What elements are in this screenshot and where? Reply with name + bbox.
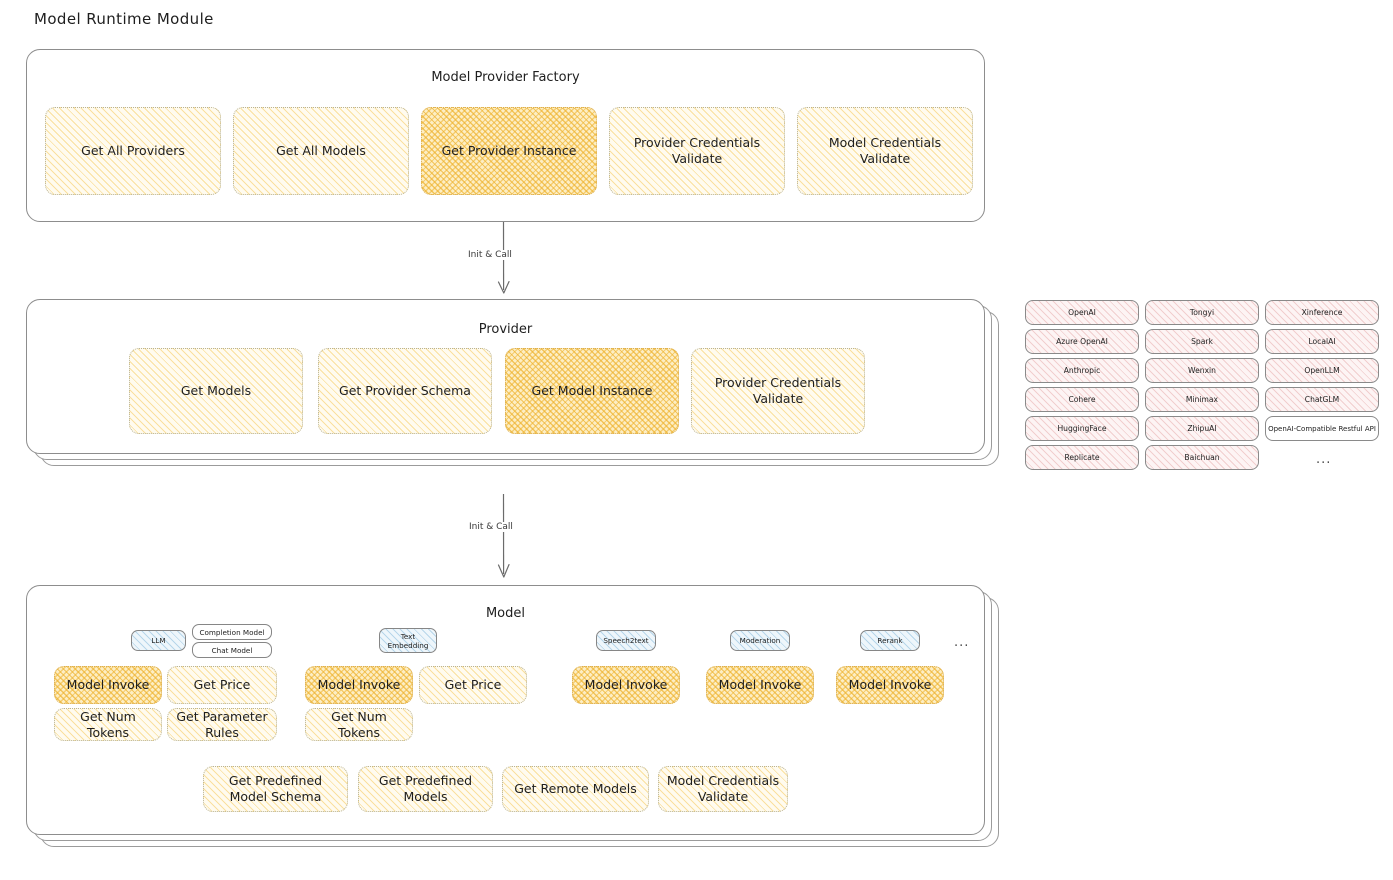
arrow-1-label: Init & Call [465,250,515,260]
provider-box-get-provider-schema[interactable]: Get Provider Schema [318,348,492,434]
model-subbadge-completion-model[interactable]: Completion Model [192,624,272,640]
provider-chip-cohere[interactable]: Cohere [1025,387,1139,412]
provider-chip-chatglm[interactable]: ChatGLM [1265,387,1379,412]
model-type-badge-speech2text[interactable]: Speech2text [596,630,656,651]
rerank-method-model-invoke[interactable]: Model Invoke [836,666,944,704]
factory-box-get-all-models[interactable]: Get All Models [233,107,409,195]
arrow-provider-to-model: Init & Call [466,493,540,584]
llm-method-get-price[interactable]: Get Price [167,666,277,704]
model-title: Model [485,606,526,621]
provider-box-get-models[interactable]: Get Models [129,348,303,434]
factory-box-get-provider-instance[interactable]: Get Provider Instance [421,107,597,195]
factory-box-provider-credentials-validate[interactable]: Provider Credentials Validate [609,107,785,195]
provider-list-more: ... [1316,452,1332,467]
page-title: Model Runtime Module [34,10,214,28]
model-common-get-remote-models[interactable]: Get Remote Models [502,766,649,812]
model-types-more: ... [954,635,970,650]
model-common-get-predefined-models[interactable]: Get Predefined Models [358,766,493,812]
llm-method-get-parameter-rules[interactable]: Get Parameter Rules [167,708,277,741]
text-embedding-method-get-num-tokens[interactable]: Get Num Tokens [305,708,413,741]
arrow-2-label: Init & Call [466,522,516,532]
provider-chip-replicate[interactable]: Replicate [1025,445,1139,470]
provider-panel: Provider Get Models Get Provider Schema … [26,299,985,454]
provider-box-get-model-instance[interactable]: Get Model Instance [505,348,679,434]
provider-chip-openai[interactable]: OpenAI [1025,300,1139,325]
llm-method-model-invoke[interactable]: Model Invoke [54,666,162,704]
text-embedding-method-model-invoke[interactable]: Model Invoke [305,666,413,704]
model-type-badge-moderation[interactable]: Moderation [730,630,790,651]
provider-chip-baichuan[interactable]: Baichuan [1145,445,1259,470]
provider-chip-minimax[interactable]: Minimax [1145,387,1259,412]
provider-chip-localai[interactable]: LocalAI [1265,329,1379,354]
model-provider-factory-title: Model Provider Factory [431,70,580,85]
speech2text-method-model-invoke[interactable]: Model Invoke [572,666,680,704]
provider-chip-zhipuai[interactable]: ZhipuAI [1145,416,1259,441]
provider-chip-openllm[interactable]: OpenLLM [1265,358,1379,383]
model-type-badge-rerank[interactable]: Rerank [860,630,920,651]
provider-title: Provider [478,322,533,337]
provider-chip-anthropic[interactable]: Anthropic [1025,358,1139,383]
model-type-badge-llm[interactable]: LLM [131,630,186,651]
provider-chip-tongyi[interactable]: Tongyi [1145,300,1259,325]
arrow-factory-to-provider: Init & Call [465,221,540,300]
model-common-get-predefined-model-schema[interactable]: Get Predefined Model Schema [203,766,348,812]
llm-method-get-num-tokens[interactable]: Get Num Tokens [54,708,162,741]
model-panel: Model LLM Completion Model Chat Model Mo… [26,585,985,835]
factory-box-model-credentials-validate[interactable]: Model Credentials Validate [797,107,973,195]
text-embedding-method-get-price[interactable]: Get Price [419,666,527,704]
model-subbadge-chat-model[interactable]: Chat Model [192,642,272,658]
provider-list: OpenAI Azure OpenAI Anthropic Cohere Hug… [1025,300,1380,475]
arrow-1-icon [497,221,510,294]
model-common-model-credentials-validate[interactable]: Model Credentials Validate [658,766,788,812]
provider-chip-spark[interactable]: Spark [1145,329,1259,354]
provider-chip-azure-openai[interactable]: Azure OpenAI [1025,329,1139,354]
model-provider-factory-panel: Model Provider Factory Get All Providers… [26,49,985,222]
provider-chip-wenxin[interactable]: Wenxin [1145,358,1259,383]
provider-chip-openai-compatible-restful-api[interactable]: OpenAI-Compatible Restful API [1265,416,1379,441]
arrow-2-icon [497,493,510,578]
moderation-method-model-invoke[interactable]: Model Invoke [706,666,814,704]
factory-box-get-all-providers[interactable]: Get All Providers [45,107,221,195]
provider-chip-huggingface[interactable]: HuggingFace [1025,416,1139,441]
provider-chip-xinference[interactable]: Xinference [1265,300,1379,325]
model-type-badge-text-embedding[interactable]: Text Embedding [379,628,437,653]
provider-box-provider-credentials-validate[interactable]: Provider Credentials Validate [691,348,865,434]
